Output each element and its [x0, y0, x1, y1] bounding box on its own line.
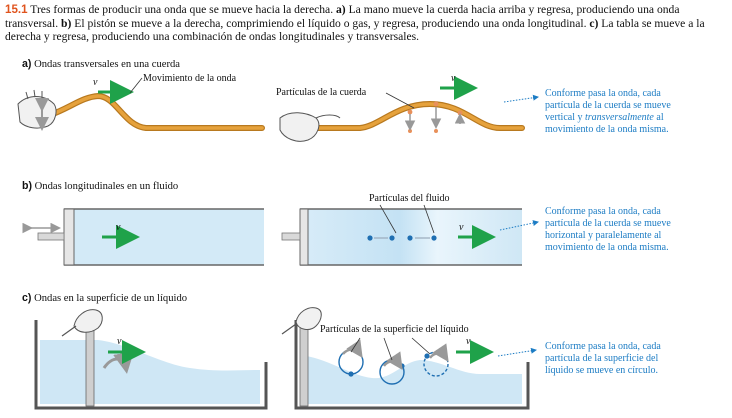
hand-right-icon	[279, 112, 341, 142]
caption-b-text: El pistón se mueve a la derecha, comprim…	[71, 16, 590, 30]
panel-c-title-text: Ondas en la superficie de un líquido	[31, 293, 188, 304]
velocity-label-b1: v	[116, 222, 121, 233]
panel-c-drawing	[34, 307, 537, 410]
panel-c-letter: c)	[22, 292, 32, 304]
fluid-particles-label: Partículas del fluido	[369, 193, 450, 204]
note-b-line1: Conforme pasa la onda, cada	[545, 206, 661, 217]
panel-b-title: b) Ondas longitudinales en un fluido	[22, 180, 178, 193]
caption-a-text: La mano mueve la cuerda hacia arriba y r…	[5, 3, 680, 30]
caption-intro: Tres formas de producir una onda que se …	[27, 3, 336, 16]
caption-b-label: b)	[61, 16, 72, 30]
note-c-line1: Conforme pasa la onda, cada	[545, 341, 661, 352]
velocity-label-c2: v	[466, 336, 471, 347]
velocity-label-c1: v	[117, 336, 122, 347]
note-a-line1: Conforme pasa la onda, cada	[545, 88, 661, 99]
panel-a-drawing	[17, 76, 539, 142]
panel-a-letter: a)	[22, 58, 32, 70]
panel-b-drawing	[22, 204, 539, 266]
note-a: Conforme pasa la onda, cada partícula de…	[545, 88, 730, 136]
note-a-line4: movimiento de la onda misma.	[545, 124, 669, 135]
note-c-line3: líquido se mueve en círculo.	[545, 365, 659, 376]
velocity-label-a1: v	[93, 77, 98, 88]
note-c: Conforme pasa la onda, cada partícula de…	[545, 341, 730, 377]
note-c-line2: partícula de la superficie del	[545, 353, 659, 364]
hand-board-left-icon	[61, 309, 103, 337]
note-b-line2: partícula de la cuerda se mueve	[545, 218, 671, 229]
caption-c-label: c)	[589, 16, 599, 30]
panel-b-letter: b)	[22, 180, 32, 192]
caption-a-label: a)	[336, 3, 346, 16]
note-b-line3: horizontal y paralelamente al	[545, 230, 662, 241]
panel-c-title: c) Ondas en la superficie de un líquido	[22, 292, 187, 305]
panel-a-title-text: Ondas transversales en una cuerda	[31, 59, 180, 70]
figure-number: 15.1	[5, 3, 28, 16]
hand-board-right-icon	[281, 307, 322, 335]
wave-motion-label: Movimiento de la onda	[143, 73, 237, 84]
hand-left-icon	[17, 89, 57, 131]
note-b: Conforme pasa la onda, cada partícula de…	[545, 206, 730, 254]
caption-c-text: La tabla se mueve a la derecha y regresa…	[5, 16, 705, 44]
rope-particles-label: Partículas de la cuerda	[276, 87, 367, 98]
panel-a-title: a) Ondas transversales en una cuerda	[22, 58, 180, 71]
velocity-label-b2: v	[459, 222, 464, 233]
surface-particles-label: Partículas de la superficie del líquido	[320, 324, 469, 335]
figure-caption: 15.1 Tres formas de producir una onda qu…	[5, 3, 727, 44]
note-a-line2: partícula de la cuerda se mueve	[545, 100, 671, 111]
panel-b-title-text: Ondas longitudinales en un fluido	[32, 181, 179, 192]
velocity-label-a2: v	[451, 73, 456, 84]
note-b-line4: movimiento de la onda misma.	[545, 242, 669, 253]
note-a-line3: vertical y transversalmente al	[545, 112, 664, 123]
